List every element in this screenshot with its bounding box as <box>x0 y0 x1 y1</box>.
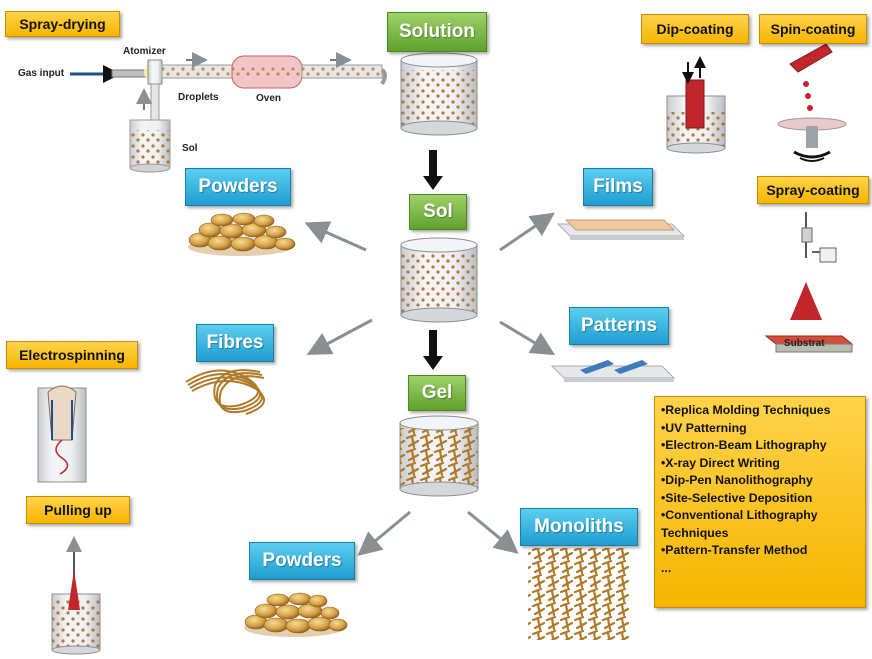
technique-item: •UV Patterning <box>661 420 747 435</box>
atomizer-label: Atomizer <box>123 46 166 57</box>
films-label: Films <box>583 168 653 206</box>
technique-item: •Conventional Lithography <box>661 508 818 522</box>
pattern-substrate <box>550 360 676 382</box>
technique-item: •Replica Molding Techniques <box>661 403 831 417</box>
gel-label: Gel <box>408 375 466 411</box>
technique-item: ... <box>661 560 672 575</box>
sol-label: Sol <box>409 194 467 230</box>
powders-pile-top <box>188 212 296 256</box>
powders-pile-bottom <box>244 592 348 637</box>
film-substrate <box>556 219 686 240</box>
solution-label: Solution <box>387 12 487 52</box>
dip-coating-illustration <box>666 56 726 154</box>
oven-label: Oven <box>256 93 282 104</box>
solution-beaker <box>400 52 478 136</box>
dip-coating-label: Dip-coating <box>641 14 749 44</box>
monolith-network <box>528 548 630 640</box>
technique-item: •Pattern-Transfer Method <box>661 543 808 557</box>
droplets-label: Droplets <box>178 92 219 103</box>
technique-item: •Site-Selective Deposition <box>661 490 813 505</box>
powders-bottom-label: Powders <box>249 542 355 580</box>
electrospinning-illustration <box>37 385 87 483</box>
patterns-label: Patterns <box>569 307 669 345</box>
spin-coating-label: Spin-coating <box>759 14 867 44</box>
fibres-coil <box>185 369 265 415</box>
technique-item: •Electron-Beam Lithography <box>661 438 827 452</box>
sol-beaker <box>400 237 478 323</box>
technique-item: •Dip-Pen Nanolithography <box>661 473 813 487</box>
gas-input-label: Gas input <box>18 68 65 79</box>
powders-top-label: Powders <box>185 168 291 206</box>
fibres-label: Fibres <box>196 324 274 362</box>
product-arrows <box>304 212 556 556</box>
electrospinning-label: Electrospinning <box>6 341 138 369</box>
sol-small-label: Sol <box>182 143 198 154</box>
spray-drying-label: Spray-drying <box>5 11 120 37</box>
pulling-up-label: Pulling up <box>26 496 130 524</box>
substrate-label: Substrat <box>784 338 825 349</box>
technique-item: •X-ray Direct Writing <box>661 455 780 470</box>
process-arrows <box>423 150 443 370</box>
spray-coating-label: Spray-coating <box>757 176 869 204</box>
spin-coating-illustration <box>777 43 847 162</box>
pulling-up-illustration <box>51 536 101 655</box>
patterning-techniques-box: •Replica Molding Techniques •UV Patterni… <box>654 396 866 608</box>
monoliths-label: Monoliths <box>520 508 638 546</box>
technique-item: Techniques <box>661 525 729 540</box>
spray-coating-illustration <box>764 212 854 353</box>
gel-beaker <box>399 415 479 497</box>
spray-drying-apparatus <box>70 52 387 173</box>
